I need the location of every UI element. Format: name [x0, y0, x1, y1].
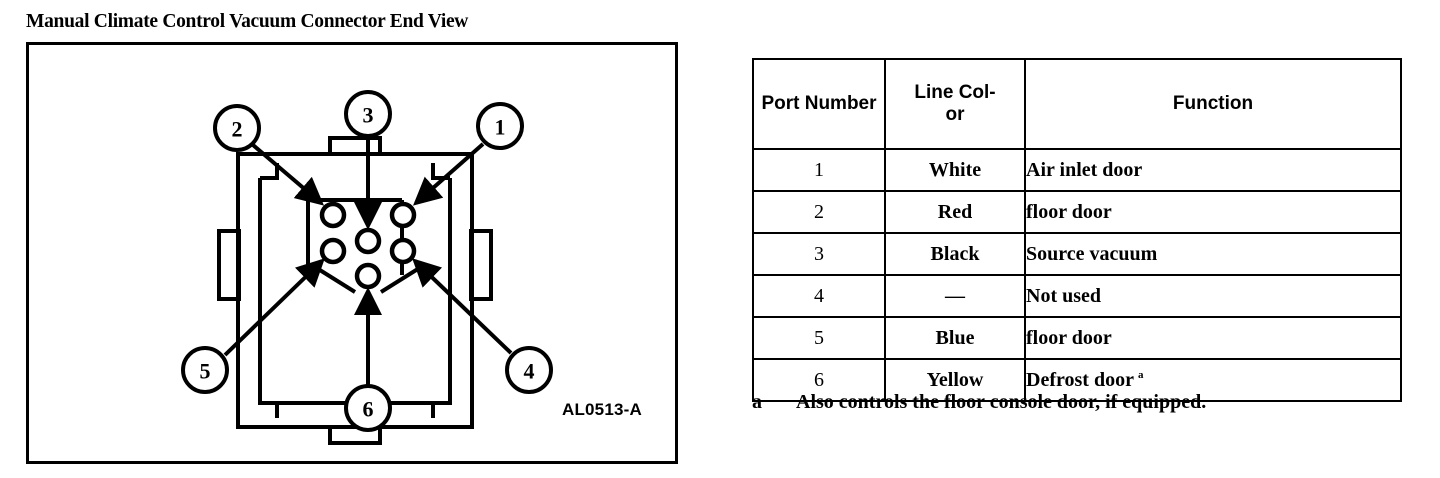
column-header-line-color-line1: Line Col- — [914, 82, 996, 104]
cell-line-color: — — [884, 274, 1026, 318]
callout-bubble-5[interactable]: 5 — [181, 346, 229, 394]
column-header-line-color-line2: or — [945, 104, 965, 125]
table-header-row: Port Number Line Col- or Function — [752, 58, 1402, 150]
table-row: 2 Red floor door — [752, 190, 1402, 234]
connector-bottom-tab — [328, 427, 382, 445]
connector-right-tab — [469, 229, 493, 301]
port-function-table-container: Port Number Line Col- or Function 1 Whit… — [752, 58, 1402, 402]
callout-label-6: 6 — [363, 397, 374, 422]
table-body: 1 White Air inlet door 2 Red floor door … — [752, 148, 1402, 402]
cell-line-color: Blue — [884, 316, 1026, 360]
callout-label-2: 2 — [232, 117, 243, 142]
cell-port-number: 6 — [752, 358, 886, 402]
table-row: 1 White Air inlet door — [752, 148, 1402, 192]
cell-function: Air inlet door — [1024, 148, 1402, 192]
cell-port-number: 3 — [752, 232, 886, 276]
callout-leader-4 — [412, 258, 513, 355]
table-row: 5 Blue floor door — [752, 316, 1402, 360]
cell-line-color: White — [884, 148, 1026, 192]
cell-port-number: 4 — [752, 274, 886, 318]
cell-function-text: Air inlet door — [1026, 158, 1143, 181]
port-hole-2 — [319, 201, 347, 229]
connector-bottom-chamfer — [313, 265, 423, 294]
table-row: 3 Black Source vacuum — [752, 232, 1402, 276]
callout-leader-5 — [223, 258, 325, 357]
figure-title: Manual Climate Control Vacuum Connector … — [26, 11, 469, 32]
cell-line-color: Yellow — [884, 358, 1026, 402]
column-header-function: Function — [1024, 58, 1402, 150]
cell-line-color: Red — [884, 190, 1026, 234]
table-row: 4 — Not used — [752, 274, 1402, 318]
figure-panel: 2 3 1 5 6 4 AL0513-A — [26, 42, 678, 464]
port-hole-3 — [354, 227, 382, 255]
column-header-line-color: Line Col- or — [884, 58, 1026, 150]
connector-top-tab — [328, 136, 382, 154]
cell-function: floor door — [1024, 190, 1402, 234]
callout-leader-1 — [412, 142, 485, 206]
cell-function-text: Source vacuum — [1026, 242, 1158, 265]
callout-label-4: 4 — [524, 359, 535, 384]
callout-leader-2 — [251, 143, 325, 206]
column-header-port-number: Port Number — [752, 58, 886, 150]
cell-line-color: Black — [884, 232, 1026, 276]
connector-ports — [319, 201, 417, 290]
port-hole-4 — [389, 237, 417, 265]
figure-reference-code: AL0513-A — [561, 400, 642, 419]
cell-port-number: 2 — [752, 190, 886, 234]
port-hole-6 — [354, 262, 382, 290]
cell-function: Not used — [1024, 274, 1402, 318]
cell-function-text: Not used — [1026, 284, 1102, 307]
cell-function-text: floor door — [1026, 326, 1112, 349]
footnote-marker-superscript: a — [1137, 368, 1144, 381]
connector-end-view-diagram: 2 3 1 5 6 4 — [181, 90, 553, 445]
footnote-marker: a — [752, 391, 762, 413]
callout-label-1: 1 — [495, 115, 506, 140]
cell-function-text: floor door — [1026, 200, 1112, 223]
callout-bubble-6[interactable]: 6 — [344, 384, 392, 432]
connector-housing — [236, 152, 474, 429]
table-footnote: a Also controls the floor console door, … — [752, 391, 1206, 414]
port-function-table: Port Number Line Col- or Function 1 Whit… — [752, 58, 1402, 402]
column-header-port-number-text: Port Number — [761, 93, 877, 115]
callout-label-5: 5 — [200, 359, 211, 384]
cell-port-number: 1 — [752, 148, 886, 192]
table-header: Port Number Line Col- or Function — [752, 58, 1402, 150]
footnote-text: Also controls the floor console door, if… — [796, 391, 1207, 413]
connector-left-tab — [217, 229, 241, 301]
callout-bubble-2[interactable]: 2 — [213, 104, 261, 152]
callout-bubble-3[interactable]: 3 — [344, 90, 392, 138]
callout-label-3: 3 — [363, 103, 374, 128]
column-header-function-text: Function — [1172, 93, 1254, 115]
cell-function-text: Defrost door — [1026, 368, 1134, 391]
cell-function: floor door — [1024, 316, 1402, 360]
callout-bubble-4[interactable]: 4 — [505, 346, 553, 394]
cell-port-number: 5 — [752, 316, 886, 360]
port-hole-5 — [319, 237, 347, 265]
port-hole-1 — [389, 201, 417, 229]
cell-function: Source vacuum — [1024, 232, 1402, 276]
callout-bubble-1[interactable]: 1 — [476, 102, 524, 150]
